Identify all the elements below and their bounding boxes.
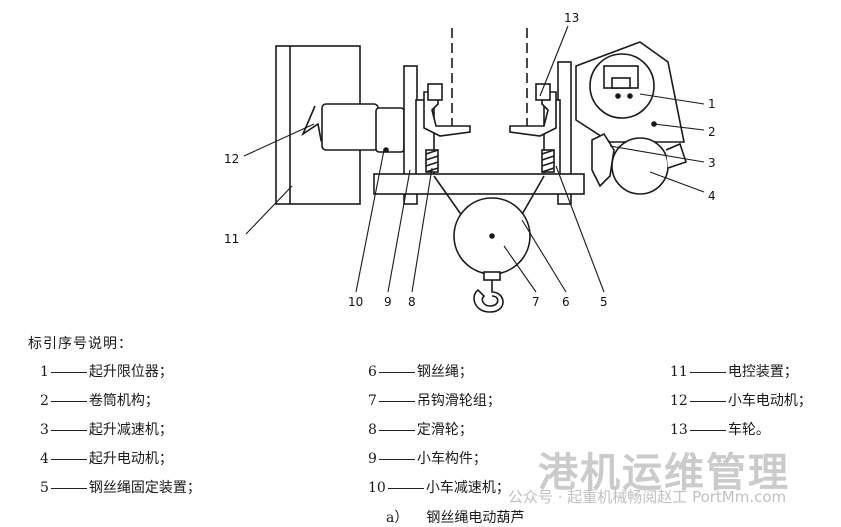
wheel-left (423, 83, 471, 137)
callout-9: 9 (384, 295, 392, 309)
callout-12: 12 (224, 152, 239, 166)
rope-anchor (541, 149, 555, 173)
leader-lines (243, 25, 705, 293)
hoist-limiter (589, 53, 655, 119)
trolley-motor (301, 103, 405, 153)
callout-11: 11 (224, 232, 239, 246)
wheel-right (509, 83, 557, 137)
hoist-diagram: 1 2 3 4 5 6 7 8 9 10 11 12 13 (224, 11, 716, 313)
hoist-reducer (591, 132, 615, 188)
callout-1: 1 (708, 97, 716, 111)
callout-13: 13 (564, 11, 579, 25)
watermark-subtext: 公众号 · 起重机械畅阅赵工 PortMm.com (508, 488, 787, 506)
callout-5: 5 (600, 295, 608, 309)
hoist-motor (611, 137, 688, 195)
callout-6: 6 (562, 295, 570, 309)
callout-3: 3 (708, 156, 716, 170)
callout-8: 8 (408, 295, 416, 309)
trolley-frame-right (543, 61, 572, 205)
legend-title: 标引序号说明： (28, 336, 133, 352)
callout-2: 2 (708, 125, 716, 139)
hook-block (453, 197, 531, 313)
callout-4: 4 (708, 189, 716, 203)
callout-10: 10 (348, 295, 363, 309)
callout-7: 7 (532, 295, 540, 309)
watermark-logo-text: 港机运维管理 (538, 450, 790, 496)
cross-beam (373, 173, 585, 195)
figure-caption: a）钢丝绳电动葫芦 (386, 510, 525, 526)
